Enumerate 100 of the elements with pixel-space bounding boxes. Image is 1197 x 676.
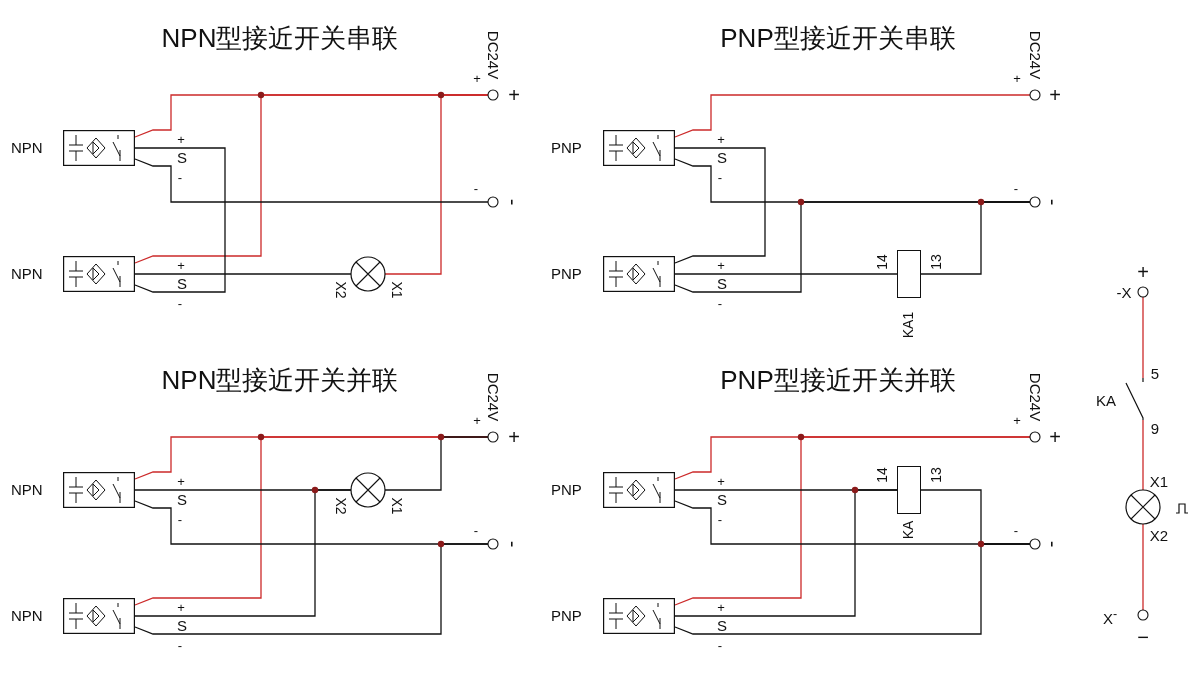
- sensor-type-label: NPN: [11, 482, 43, 497]
- terminal-number: 14: [875, 467, 889, 483]
- terminal-number: X1: [1149, 473, 1169, 489]
- pin-label: -: [177, 512, 183, 526]
- terminal-circle: [1137, 609, 1149, 621]
- wire: [674, 273, 898, 275]
- wire: [674, 147, 766, 264]
- pin-label: +: [717, 132, 725, 146]
- polarity-sign: +: [473, 71, 481, 85]
- polarity-sign: -: [473, 523, 479, 537]
- pin-label: -: [717, 638, 723, 652]
- pin-label: +: [177, 258, 185, 272]
- pin-label: S: [177, 275, 187, 291]
- polarity-sign: +: [1013, 71, 1021, 85]
- voltage-label: DC24V: [1027, 372, 1043, 422]
- polarity-sign: +: [508, 85, 520, 105]
- polarity-sign: -: [1013, 523, 1019, 537]
- terminal-number: X2: [334, 497, 348, 515]
- terminal-number: X1: [390, 497, 404, 515]
- wire: [134, 489, 352, 617]
- polarity-sign: +: [473, 413, 481, 427]
- sensor-type-label: NPN: [11, 608, 43, 623]
- wire: [674, 543, 1031, 635]
- polarity-sign: +: [1049, 85, 1061, 105]
- pin-label: +: [177, 132, 185, 146]
- polarity-sign: -: [1043, 198, 1063, 206]
- polarity-sign: -: [1043, 540, 1063, 548]
- pin-label: +: [177, 600, 185, 614]
- device-tag: KA1: [901, 311, 915, 339]
- pin-label: +: [717, 600, 725, 614]
- device-tag: KA: [1096, 392, 1116, 408]
- terminal-circle: [1029, 538, 1041, 550]
- terminal-circle: [1029, 89, 1041, 101]
- terminal-circle: [1029, 431, 1041, 443]
- pin-label: -: [177, 170, 183, 184]
- wire: [1142, 296, 1144, 379]
- pin-label: -: [177, 296, 183, 310]
- terminal-circle: [1137, 286, 1149, 298]
- terminal-number: 9: [1150, 420, 1160, 436]
- terminal-number: X1: [390, 281, 404, 299]
- pin-label: S: [717, 617, 727, 633]
- voltage-label: DC24V: [485, 372, 501, 422]
- pin-label: -: [717, 296, 723, 310]
- wire: [1142, 523, 1144, 611]
- lamp-symbol: [1125, 489, 1161, 525]
- pin-label: S: [717, 275, 727, 291]
- relay-coil: [897, 466, 921, 514]
- panel-heading: PNP型接近开关串联: [720, 25, 956, 51]
- wire: [134, 273, 352, 275]
- device-tag: KA: [901, 520, 915, 540]
- wire: [674, 489, 898, 617]
- pin-label: +: [717, 474, 725, 488]
- terminal-tag: X$^{-}$: [1102, 608, 1118, 626]
- polarity-sign: +: [1049, 427, 1061, 447]
- polarity-sign: -: [503, 540, 523, 548]
- sensor-type-label: PNP: [551, 140, 582, 155]
- pin-label: -: [717, 170, 723, 184]
- pin-label: S: [717, 491, 727, 507]
- wire: [134, 147, 226, 293]
- terminal-circle: [487, 538, 499, 550]
- panel-heading: NPN型接近开关并联: [161, 367, 399, 393]
- terminal-circle: [487, 89, 499, 101]
- polarity-sign: +: [1013, 413, 1021, 427]
- sensor-type-label: PNP: [551, 266, 582, 281]
- terminal-circle: [487, 431, 499, 443]
- polarity-sign: +: [508, 427, 520, 447]
- sensor-type-label: PNP: [551, 482, 582, 497]
- terminal-circle: [487, 196, 499, 208]
- wire: [674, 158, 1031, 203]
- voltage-label: DC24V: [485, 30, 501, 80]
- panel-heading: PNP型接近开关并联: [720, 367, 956, 393]
- switch-contact: [1124, 378, 1146, 420]
- panel-heading: NPN型接近开关串联: [161, 25, 399, 51]
- wire: [674, 94, 1031, 138]
- wire: [134, 543, 489, 635]
- terminal-number: 13: [929, 467, 943, 483]
- sensor-type-label: NPN: [11, 266, 43, 281]
- polarity-sign: -: [1013, 181, 1019, 195]
- terminal-number: 13: [929, 254, 943, 270]
- terminal-number: X2: [1149, 527, 1169, 543]
- pin-label: +: [717, 258, 725, 272]
- pin-label: S: [177, 491, 187, 507]
- pin-label: -: [717, 512, 723, 526]
- wire: [674, 436, 1031, 606]
- wire: [1142, 419, 1144, 491]
- pin-label: -: [177, 638, 183, 652]
- terminal-number: 14: [875, 254, 889, 270]
- terminal-tag: -X: [1116, 284, 1132, 300]
- relay-coil: [897, 250, 921, 298]
- polarity-sign: -: [473, 181, 479, 195]
- sensor-type-label: PNP: [551, 608, 582, 623]
- sensor-type-label: NPN: [11, 140, 43, 155]
- lamp-symbol: [350, 256, 386, 292]
- pin-label: +: [177, 474, 185, 488]
- pin-label: S: [177, 617, 187, 633]
- wire: [134, 158, 489, 203]
- pin-label: S: [717, 149, 727, 165]
- polarity-sign: +: [1137, 262, 1149, 282]
- terminal-circle: [1029, 196, 1041, 208]
- polarity-sign: -: [503, 198, 523, 206]
